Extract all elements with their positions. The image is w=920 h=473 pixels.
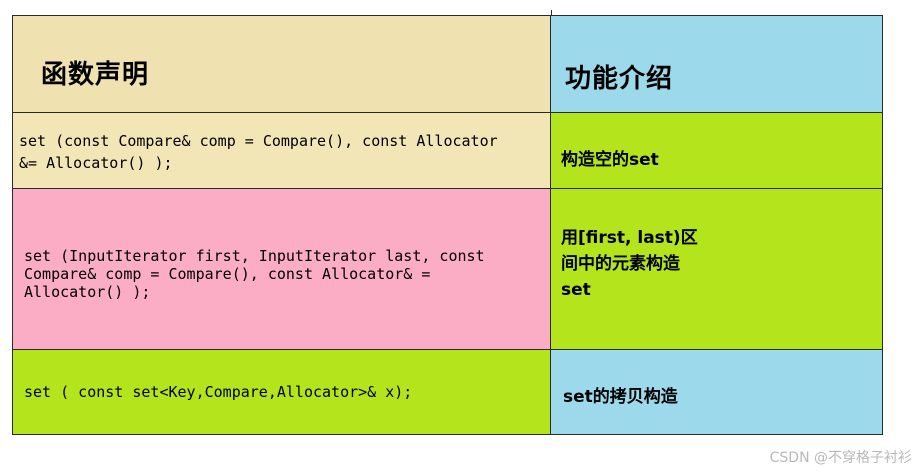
row-2-decl-line-3: Allocator() ); — [24, 283, 151, 301]
row-2-decl-line-1: set (InputIterator first, InputIterator … — [24, 247, 485, 265]
header-cell-declaration: 函数声明 — [12, 15, 551, 113]
row-1-description-cell: 构造空的set — [550, 112, 883, 189]
row-1-decl-line-1: set (const Compare& comp = Compare(), co… — [19, 132, 498, 150]
row-2-desc-line-1: 用[first, last)区 — [561, 228, 698, 248]
row-2-declaration: set (InputIterator first, InputIterator … — [24, 247, 485, 301]
watermark: CSDN @不穿格子衬衫 — [769, 450, 912, 466]
row-1-decl-line-2: &= Allocator() ); — [19, 154, 173, 172]
row-3-description: set的拷贝构造 — [563, 384, 678, 410]
row-3-declaration: set ( const set<Key,Compare,Allocator>& … — [24, 381, 412, 403]
row-2-desc-line-2: 间中的元素构造 — [561, 254, 680, 274]
row-2-desc-line-3: set — [561, 280, 591, 300]
row-2-declaration-cell: set (InputIterator first, InputIterator … — [12, 188, 551, 350]
row-3-desc-line-1: set的拷贝构造 — [563, 387, 678, 407]
row-1-declaration-cell: set (const Compare& comp = Compare(), co… — [12, 112, 551, 189]
header-cell-description: 功能介绍 — [550, 15, 883, 113]
header-declaration-label: 函数声明 — [41, 60, 150, 90]
row-2-decl-line-2: Compare& comp = Compare(), const Allocat… — [24, 265, 431, 283]
header-description-label: 功能介绍 — [565, 64, 674, 94]
row-1-description: 构造空的set — [561, 147, 659, 173]
row-3-declaration-cell: set ( const set<Key,Compare,Allocator>& … — [12, 349, 551, 435]
border-tick — [551, 10, 552, 18]
row-2-description: 用[first, last)区间中的元素构造 set — [561, 225, 698, 303]
row-1-desc-line-1: 构造空的set — [561, 150, 659, 170]
row-2-description-cell: 用[first, last)区间中的元素构造 set — [550, 188, 883, 350]
row-1-declaration: set (const Compare& comp = Compare(), co… — [19, 130, 498, 174]
row-3-description-cell: set的拷贝构造 — [550, 349, 883, 435]
row-3-decl-line-1: set ( const set<Key,Compare,Allocator>& … — [24, 383, 413, 401]
